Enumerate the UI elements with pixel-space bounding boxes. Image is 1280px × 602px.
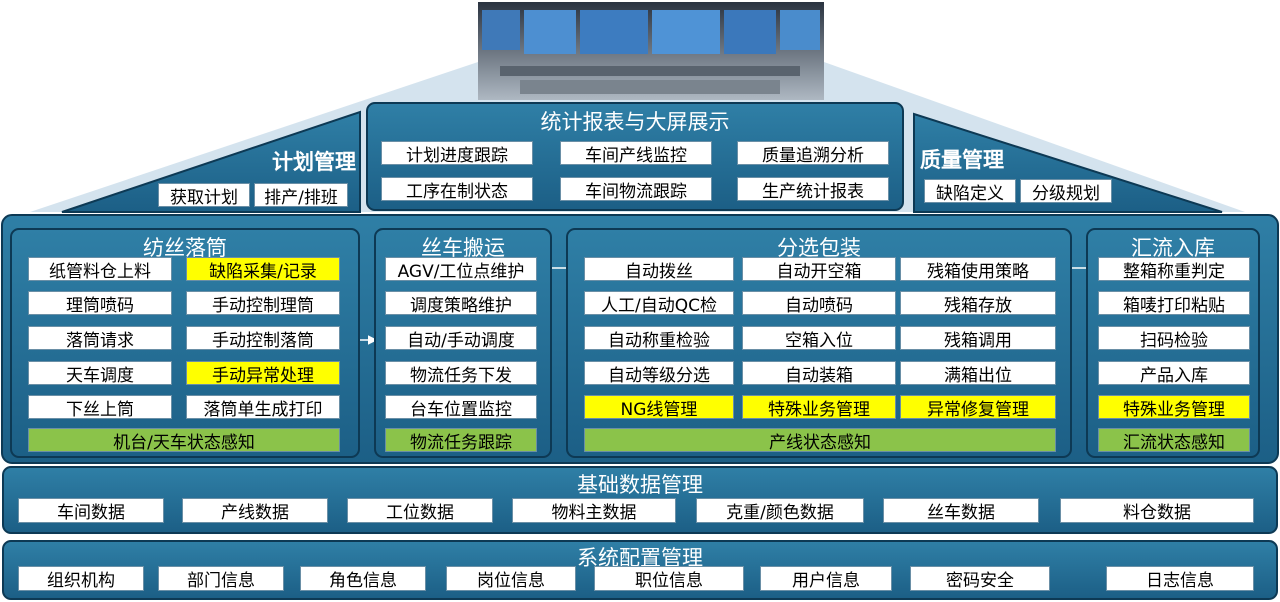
config-item: 日志信息	[1106, 566, 1254, 591]
plan-item: 排产/排班	[254, 183, 348, 207]
sorting-title: 分选包装	[777, 236, 861, 260]
config-item: 密码安全	[910, 566, 1050, 591]
carrier-step: 调度策略维护	[385, 291, 537, 315]
spinning-manual-item: 手动控制落筒	[186, 326, 340, 350]
sorting-step: 空箱入位	[742, 326, 896, 350]
stats-item: 车间物流跟踪	[560, 177, 712, 201]
basic-data-item: 料仓数据	[1060, 498, 1254, 523]
sorting-step: 残箱调用	[900, 326, 1056, 350]
sorting-step: 满箱出位	[900, 361, 1056, 385]
plan-item: 获取计划	[158, 183, 250, 207]
spinning-step: 落筒请求	[28, 326, 172, 350]
basic-data-item: 物料主数据	[512, 498, 676, 523]
stats-item: 工序在制状态	[381, 177, 533, 201]
config-item: 岗位信息	[446, 566, 576, 591]
quality-item: 分级规划	[1020, 179, 1112, 203]
sorting-step: 异常修复管理	[900, 395, 1056, 419]
sorting-status: 产线状态感知	[584, 428, 1056, 452]
sorting-step: 自动拨丝	[584, 257, 734, 281]
stats-item: 车间产线监控	[560, 141, 712, 165]
spinning-step: 天车调度	[28, 361, 172, 385]
warehouse-title: 汇流入库	[1131, 236, 1215, 260]
stats-item: 计划进度跟踪	[381, 141, 533, 165]
quality-title: 质量管理	[920, 148, 1004, 172]
warehouse-status: 汇流状态感知	[1098, 428, 1250, 452]
plan-title: 计划管理	[272, 150, 356, 174]
carrier-step: 台车位置监控	[385, 395, 537, 419]
sorting-step: 人工/自动QC检	[584, 291, 734, 315]
spinning-step: 纸管料仓上料	[28, 257, 172, 281]
sorting-step: 特殊业务管理	[742, 395, 896, 419]
basic-data-item: 丝车数据	[883, 498, 1039, 523]
config-item: 职位信息	[594, 566, 744, 591]
spinning-manual-item: 手动控制理筒	[186, 291, 340, 315]
basic-data-title: 基础数据管理	[577, 473, 703, 497]
control-room-image	[478, 2, 824, 100]
warehouse-step: 扫码检验	[1098, 326, 1250, 350]
warehouse-step: 特殊业务管理	[1098, 395, 1250, 419]
spinning-status: 机台/天车状态感知	[28, 428, 340, 452]
warehouse-step: 产品入库	[1098, 361, 1250, 385]
sorting-step: 自动等级分选	[584, 361, 734, 385]
carrier-step: 物流任务下发	[385, 361, 537, 385]
stats-item: 生产统计报表	[737, 177, 889, 201]
spinning-manual-item: 手动异常处理	[186, 361, 340, 385]
carrier-title: 丝车搬运	[421, 236, 505, 260]
carrier-status: 物流任务跟踪	[385, 428, 537, 452]
sorting-step: 自动称重检验	[584, 326, 734, 350]
stats-item: 质量追溯分析	[737, 141, 889, 165]
config-item: 部门信息	[158, 566, 284, 591]
sorting-step: 自动开空箱	[742, 257, 896, 281]
carrier-step: 自动/手动调度	[385, 326, 537, 350]
config-item: 用户信息	[760, 566, 892, 591]
spinning-title: 纺丝落筒	[143, 236, 227, 260]
sorting-step: 自动装箱	[742, 361, 896, 385]
config-item: 角色信息	[300, 566, 426, 591]
quality-item: 缺陷定义	[924, 179, 1016, 203]
sorting-step: NG线管理	[584, 395, 734, 419]
warehouse-step: 整箱称重判定	[1098, 257, 1250, 281]
basic-data-item: 产线数据	[182, 498, 328, 523]
carrier-step: AGV/工位点维护	[385, 257, 537, 281]
sorting-step: 残箱存放	[900, 291, 1056, 315]
spinning-manual-item: 缺陷采集/记录	[186, 257, 340, 281]
config-item: 组织机构	[18, 566, 144, 591]
basic-data-item: 工位数据	[347, 498, 493, 523]
sorting-step: 自动喷码	[742, 291, 896, 315]
spinning-step: 理筒喷码	[28, 291, 172, 315]
basic-data-item: 车间数据	[18, 498, 164, 523]
warehouse-step: 箱唛打印粘贴	[1098, 291, 1250, 315]
spinning-manual-item: 落筒单生成打印	[186, 395, 340, 419]
basic-data-item: 克重/颜色数据	[696, 498, 864, 523]
stats-title: 统计报表与大屏展示	[540, 110, 730, 134]
sorting-step: 残箱使用策略	[900, 257, 1056, 281]
spinning-step: 下丝上筒	[28, 395, 172, 419]
